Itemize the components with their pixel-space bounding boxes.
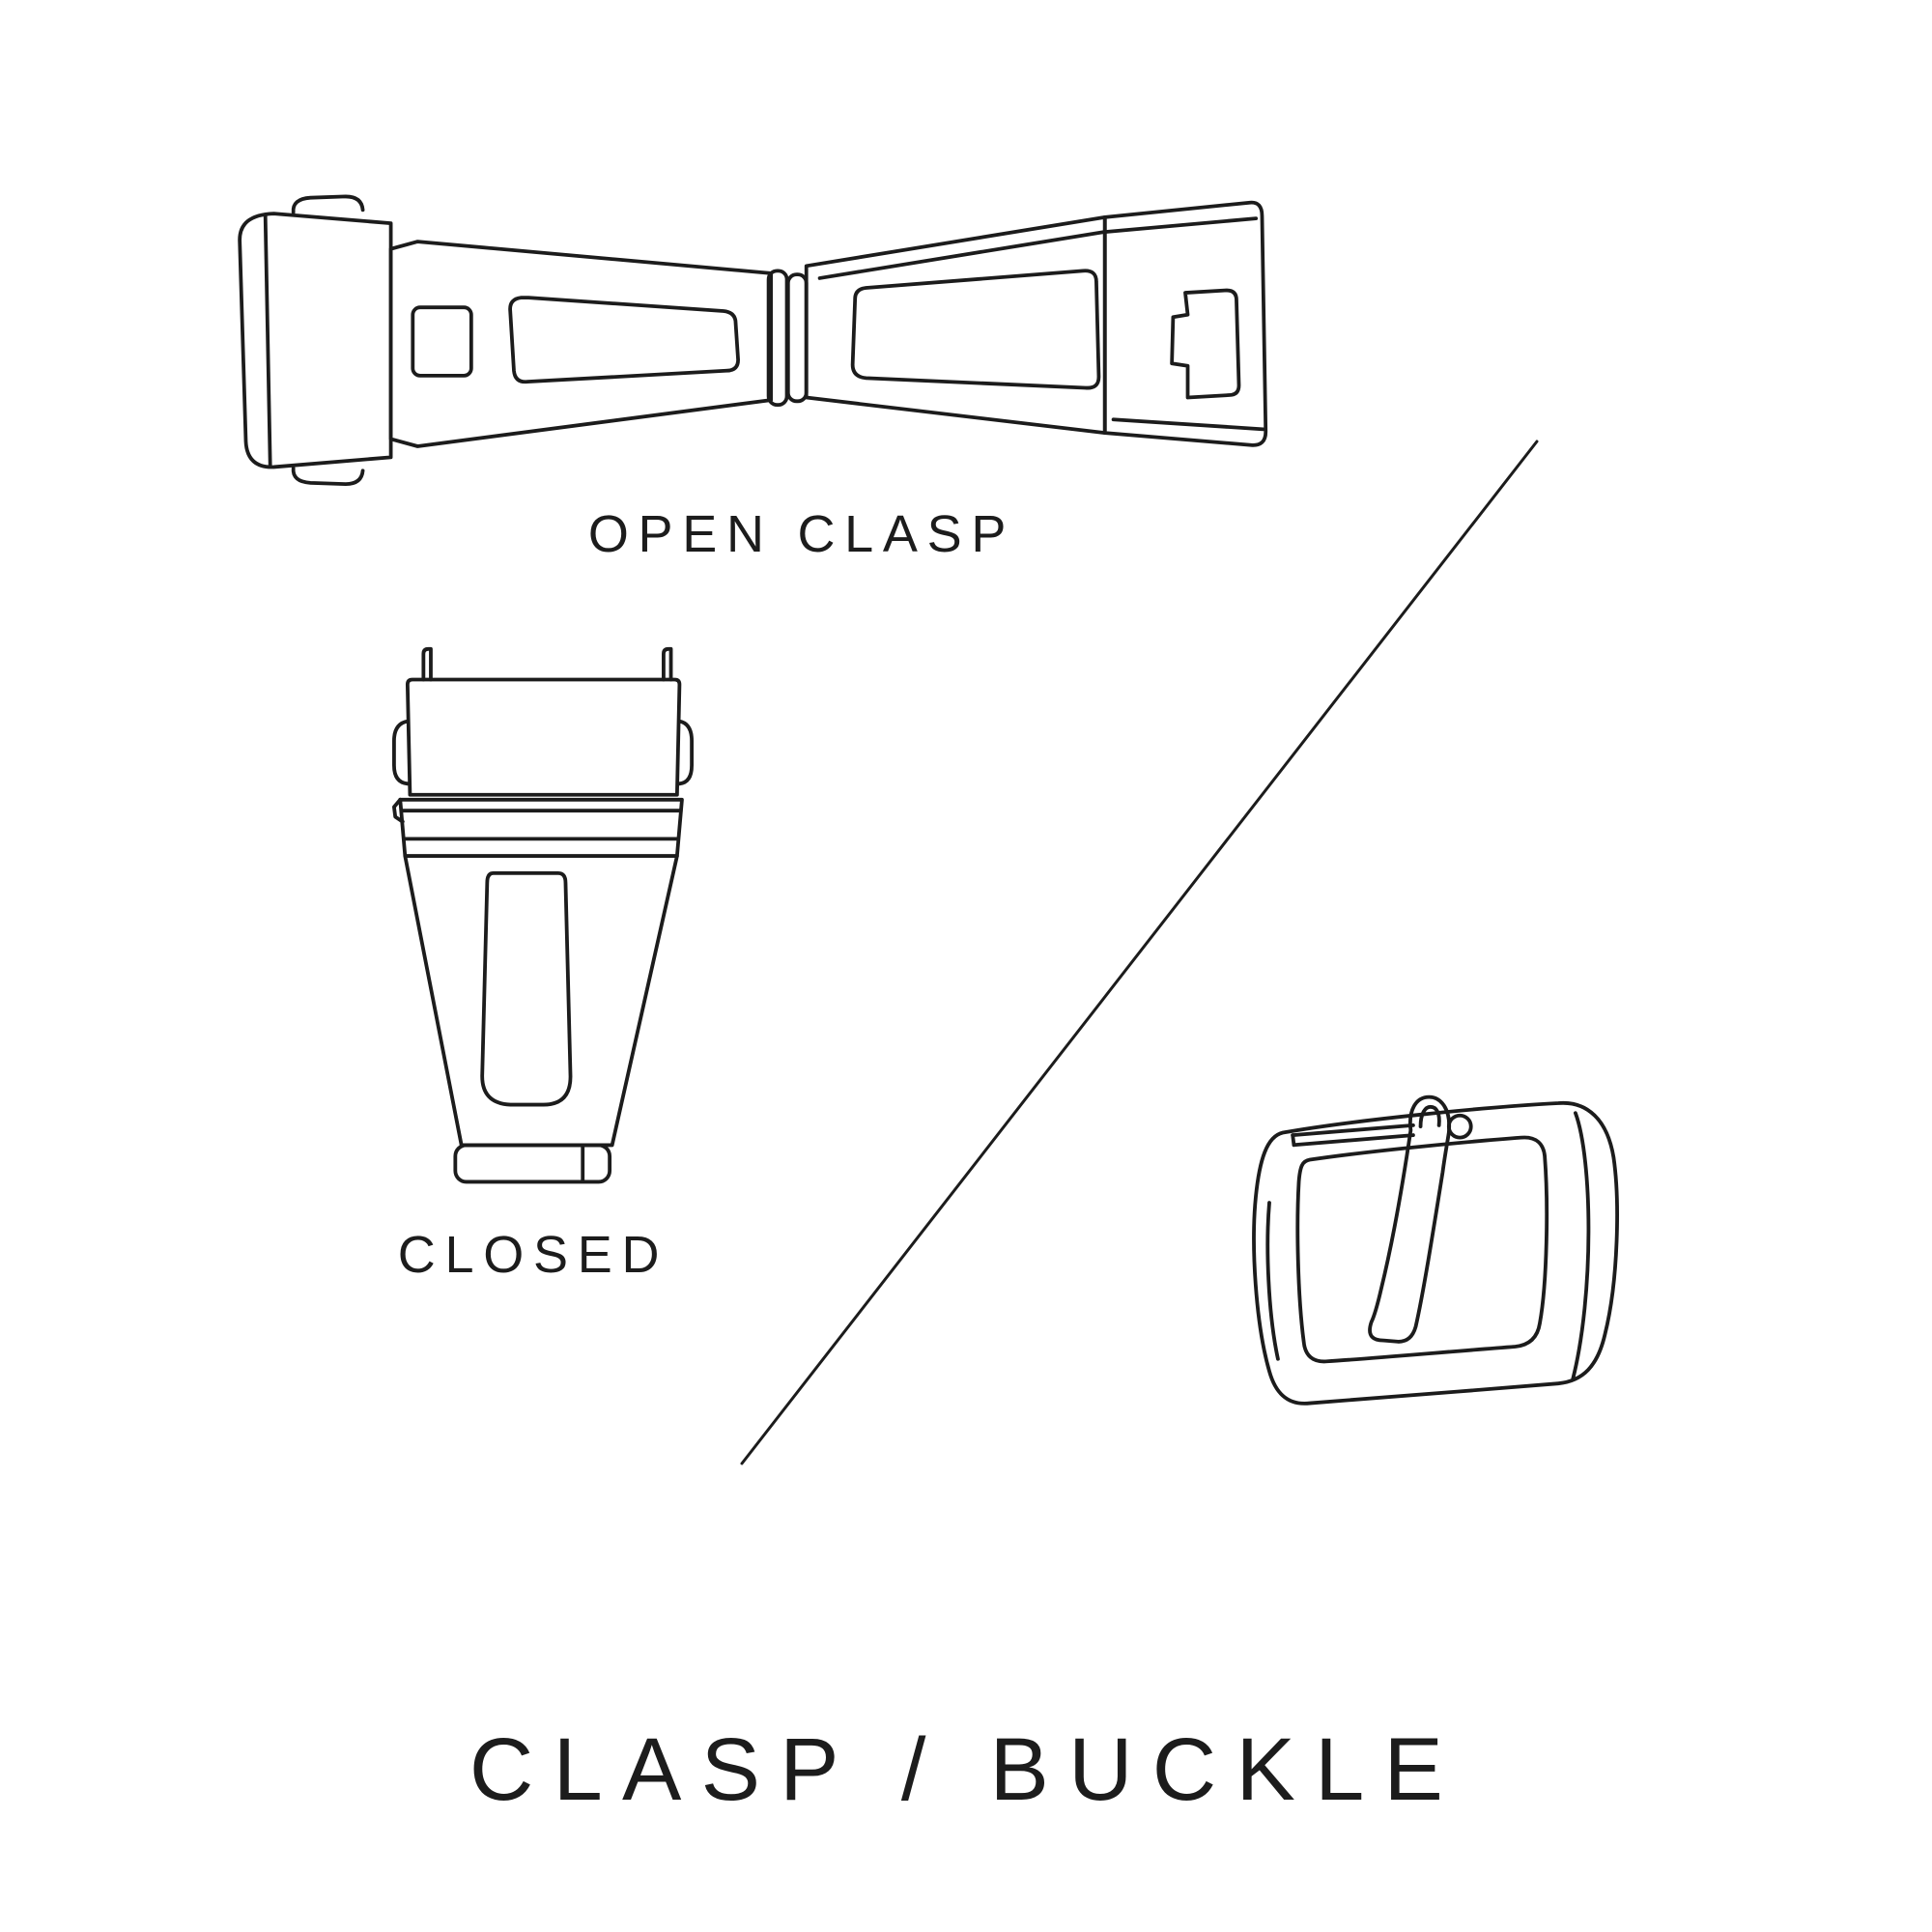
tang-buckle-illustration bbox=[1229, 1086, 1634, 1418]
tang-buckle-drawing bbox=[1252, 1094, 1619, 1406]
open-clasp-illustration bbox=[220, 180, 1293, 498]
open-clasp-label: OPEN CLASP bbox=[587, 505, 1016, 563]
page-title: CLASP / BUCKLE bbox=[469, 1720, 1463, 1819]
open-clasp-drawing bbox=[238, 194, 1268, 486]
closed-clasp-illustration bbox=[372, 645, 696, 1184]
diagonal-divider-line bbox=[740, 440, 1539, 1465]
closed-clasp-drawing bbox=[392, 646, 694, 1184]
closed-clasp-label: CLOSED bbox=[397, 1226, 669, 1284]
